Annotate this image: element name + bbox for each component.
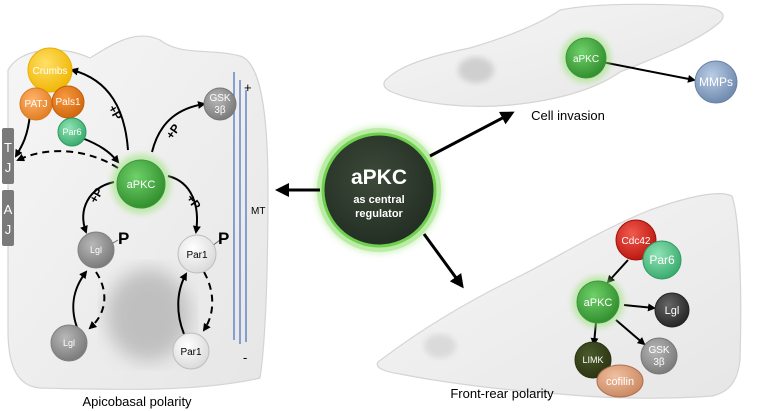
adherens-junction-bar xyxy=(2,190,14,246)
gsk-label-2: 3β xyxy=(214,105,226,116)
arrow-patj-to-tj xyxy=(14,113,31,158)
central-title: aPKC xyxy=(351,166,407,189)
arrow-apkc-to-gsk-fr xyxy=(615,319,646,346)
mt-plus-label: + xyxy=(244,80,252,95)
nucleus-shadow xyxy=(106,269,190,361)
arrow-center-to-frontrear xyxy=(422,233,464,289)
central-line1: as central xyxy=(353,194,404,206)
invasion-cell xyxy=(383,3,724,107)
phospho-p-right: P xyxy=(218,229,229,248)
frontrear-gsk-label-2: 3β xyxy=(653,357,665,368)
aj-label-a: A xyxy=(4,202,13,217)
cofilin-node: cofilin xyxy=(596,364,644,398)
limk-label: LIMK xyxy=(582,355,603,365)
mmps-label: MMPs xyxy=(699,75,733,89)
invasion-apkc-node: aPKC xyxy=(561,33,611,83)
patj-node: PATJ xyxy=(19,87,53,121)
mt-minus-label: - xyxy=(243,350,247,365)
arrow-apkc-to-lgl-fr xyxy=(623,303,656,312)
arrow-apkc-to-mmps xyxy=(601,61,696,83)
invasion-apkc-label: aPKC xyxy=(573,54,599,65)
frontrear-lgl-label: Lgl xyxy=(665,305,680,317)
apicobasal-caption: Apicobasal polarity xyxy=(82,394,192,409)
aj-label-j: J xyxy=(5,222,12,237)
frontrear-par6-node: Par6 xyxy=(642,240,682,280)
invasion-nucleus xyxy=(458,57,494,83)
dashed-par1-cycle-down xyxy=(202,271,214,332)
par1-bottom-node: Par1 xyxy=(172,332,210,370)
arrow-lgl-cycle-up xyxy=(72,270,88,331)
dashed-lgl-cycle-down xyxy=(88,271,106,330)
tj-label-t: T xyxy=(4,140,12,155)
frontrear-panel: Cdc42 Par6 aPKC Lgl LIMK cofilin GSK 3β xyxy=(376,193,742,401)
dashed-apkc-to-tj xyxy=(16,150,119,169)
central-line2: regulator xyxy=(355,208,403,220)
par6-label: Par6 xyxy=(62,127,81,137)
mt-label: MT xyxy=(251,206,265,217)
frontrear-cell xyxy=(376,193,742,399)
cofilin-label: cofilin xyxy=(606,376,634,388)
phospho-p-left: P xyxy=(118,229,129,248)
frontrear-nucleus xyxy=(424,334,456,358)
arrow-apkc-to-lgl xyxy=(80,181,115,234)
central-apkc: aPKC as central regulator xyxy=(317,128,441,252)
lgl-bottom-node: Lgl xyxy=(50,324,88,362)
limk-node: LIMK xyxy=(574,341,612,379)
arrow-apkc-to-gsk xyxy=(151,101,206,153)
crumbs-label: Crumbs xyxy=(32,66,67,77)
frontrear-par6-label: Par6 xyxy=(649,253,675,267)
crumbs-node: Crumbs xyxy=(27,47,73,93)
arrow-par1-cycle-up xyxy=(177,272,187,335)
gsk3b-node: GSK 3β xyxy=(203,87,237,121)
frontrear-caption: Front-rear polarity xyxy=(450,386,554,401)
frontrear-lgl-node: Lgl xyxy=(654,292,690,328)
frontrear-apkc-label: aPKC xyxy=(584,297,613,309)
invasion-caption: Cell invasion xyxy=(531,108,605,123)
lgl-bottom-label: Lgl xyxy=(63,338,75,348)
frontrear-gsk3b-node: GSK 3β xyxy=(640,337,678,375)
par1-top-label: Par1 xyxy=(186,250,208,261)
invasion-panel: aPKC MMPs Cell invasion xyxy=(383,3,738,123)
arrow-apkc-to-par1 xyxy=(167,175,201,234)
par1-bottom-label: Par1 xyxy=(180,347,202,358)
frontrear-apkc-node: aPKC xyxy=(572,276,624,328)
patj-label: PATJ xyxy=(25,99,48,110)
pals1-node: Pals1 xyxy=(51,85,85,119)
gsk-label-1: GSK xyxy=(209,93,230,104)
lgl-top-label: Lgl xyxy=(90,245,102,255)
par1-top-node: Par1 xyxy=(177,234,217,274)
plus-p-lgl-label: +P xyxy=(86,185,106,205)
apkc-node: aPKC xyxy=(111,154,171,214)
cdc42-label: Cdc42 xyxy=(622,236,651,247)
pals1-label: Pals1 xyxy=(55,97,80,108)
apkc-label: aPKC xyxy=(127,179,156,191)
mmps-node: MMPs xyxy=(694,60,738,104)
arrow-center-to-invasion xyxy=(429,111,515,158)
plus-p-crumbs-label: +P xyxy=(105,103,125,123)
arrow-apkc-to-crumbs xyxy=(70,67,129,151)
arrow-par6-to-apkc xyxy=(81,137,120,164)
tight-junction-bar xyxy=(2,128,14,184)
arrow-cdc42-to-apkc xyxy=(606,259,629,284)
frontrear-gsk-label-1: GSK xyxy=(648,345,669,356)
apicobasal-panel: T J A J + MT - +P +P +P +P P P xyxy=(2,35,269,409)
par6-node: Par6 xyxy=(57,117,87,147)
lgl-top-node: Lgl xyxy=(77,231,115,269)
tj-label-j: J xyxy=(5,160,12,175)
